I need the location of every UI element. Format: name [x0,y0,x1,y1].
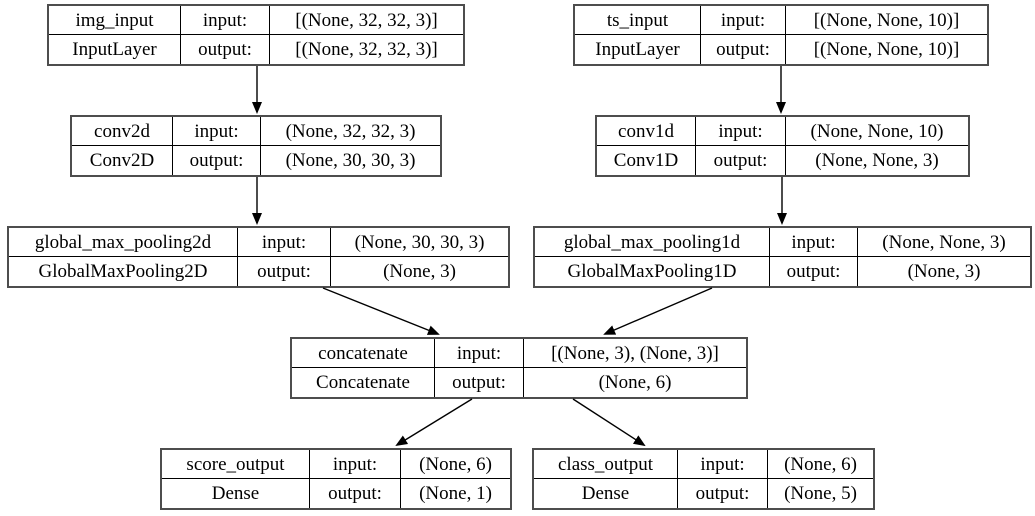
layer-type: Dense [581,483,630,504]
output-shape: (None, 3) [857,257,1030,286]
input-label: input: [172,117,260,146]
input-shape: (None, 32, 32, 3) [260,117,440,146]
node-img-input: img_input input: [(None, 32, 32, 3)] Inp… [47,4,465,66]
layer-name: conv2d [72,117,172,146]
edge-concatenate-class-output [572,398,646,447]
output-label: output: [700,35,785,64]
layer-type: InputLayer [595,39,680,60]
layer-type: Dense [211,483,260,504]
input-shape: [(None, None, 10)] [785,6,987,35]
input-label: input: [769,228,857,257]
output-label: output: [180,35,269,64]
layer-type: GlobalMaxPooling2D [38,261,208,282]
output-label: output: [237,257,330,286]
layer-name: conv1d [597,117,695,146]
output-shape: (None, 1) [400,479,510,508]
output-label: output: [172,146,260,175]
output-shape: (None, 30, 30, 3) [260,146,440,175]
input-shape: [(None, 32, 32, 3)] [269,6,463,35]
node-score-output: score_output input: (None, 6) Dense outp… [160,448,512,510]
layer-type: InputLayer [72,39,157,60]
node-conv2d: conv2d input: (None, 32, 32, 3) Conv2D o… [70,115,442,177]
input-shape: [(None, 3), (None, 3)] [523,339,746,368]
input-shape: (None, 6) [767,450,873,479]
output-shape: [(None, None, 10)] [785,35,987,64]
layer-name: class_output [534,450,677,479]
node-conv1d: conv1d input: (None, None, 10) Conv1D ou… [595,115,970,177]
input-shape: (None, None, 3) [857,228,1030,257]
output-label: output: [695,146,785,175]
layer-name: global_max_pooling1d [535,228,769,257]
output-label: output: [434,368,523,397]
layer-name: img_input [49,6,180,35]
node-class-output: class_output input: (None, 6) Dense outp… [532,448,875,510]
output-label: output: [677,479,767,508]
input-label: input: [309,450,400,479]
layer-type: GlobalMaxPooling1D [567,261,737,282]
edge-global-max-pooling2d-concatenate [322,287,440,335]
output-shape: (None, 6) [523,368,746,397]
layer-name: concatenate [292,339,434,368]
output-shape: [(None, 32, 32, 3)] [269,35,463,64]
node-global-max-pooling2d: global_max_pooling2d input: (None, 30, 3… [7,226,510,288]
output-shape: (None, 3) [330,257,508,286]
node-ts-input: ts_input input: [(None, None, 10)] Input… [573,4,989,66]
layer-name: score_output [162,450,309,479]
output-shape: (None, None, 3) [785,146,968,175]
edge-concatenate-score-output [395,398,473,447]
layer-name: ts_input [575,6,700,35]
input-label: input: [180,6,269,35]
output-label: output: [309,479,400,508]
input-shape: (None, 6) [400,450,510,479]
input-shape: (None, 30, 30, 3) [330,228,508,257]
input-label: input: [237,228,330,257]
output-shape: (None, 5) [767,479,873,508]
layer-type: Conv2D [89,150,155,171]
edge-global-max-pooling1d-concatenate [603,287,713,335]
input-label: input: [434,339,523,368]
layer-name: global_max_pooling2d [9,228,237,257]
node-concatenate: concatenate input: [(None, 3), (None, 3)… [290,337,748,399]
layer-type: Conv1D [613,150,679,171]
node-global-max-pooling1d: global_max_pooling1d input: (None, None,… [533,226,1032,288]
output-label: output: [769,257,857,286]
input-label: input: [677,450,767,479]
input-shape: (None, None, 10) [785,117,968,146]
input-label: input: [700,6,785,35]
input-label: input: [695,117,785,146]
layer-type: Concatenate [316,372,410,393]
